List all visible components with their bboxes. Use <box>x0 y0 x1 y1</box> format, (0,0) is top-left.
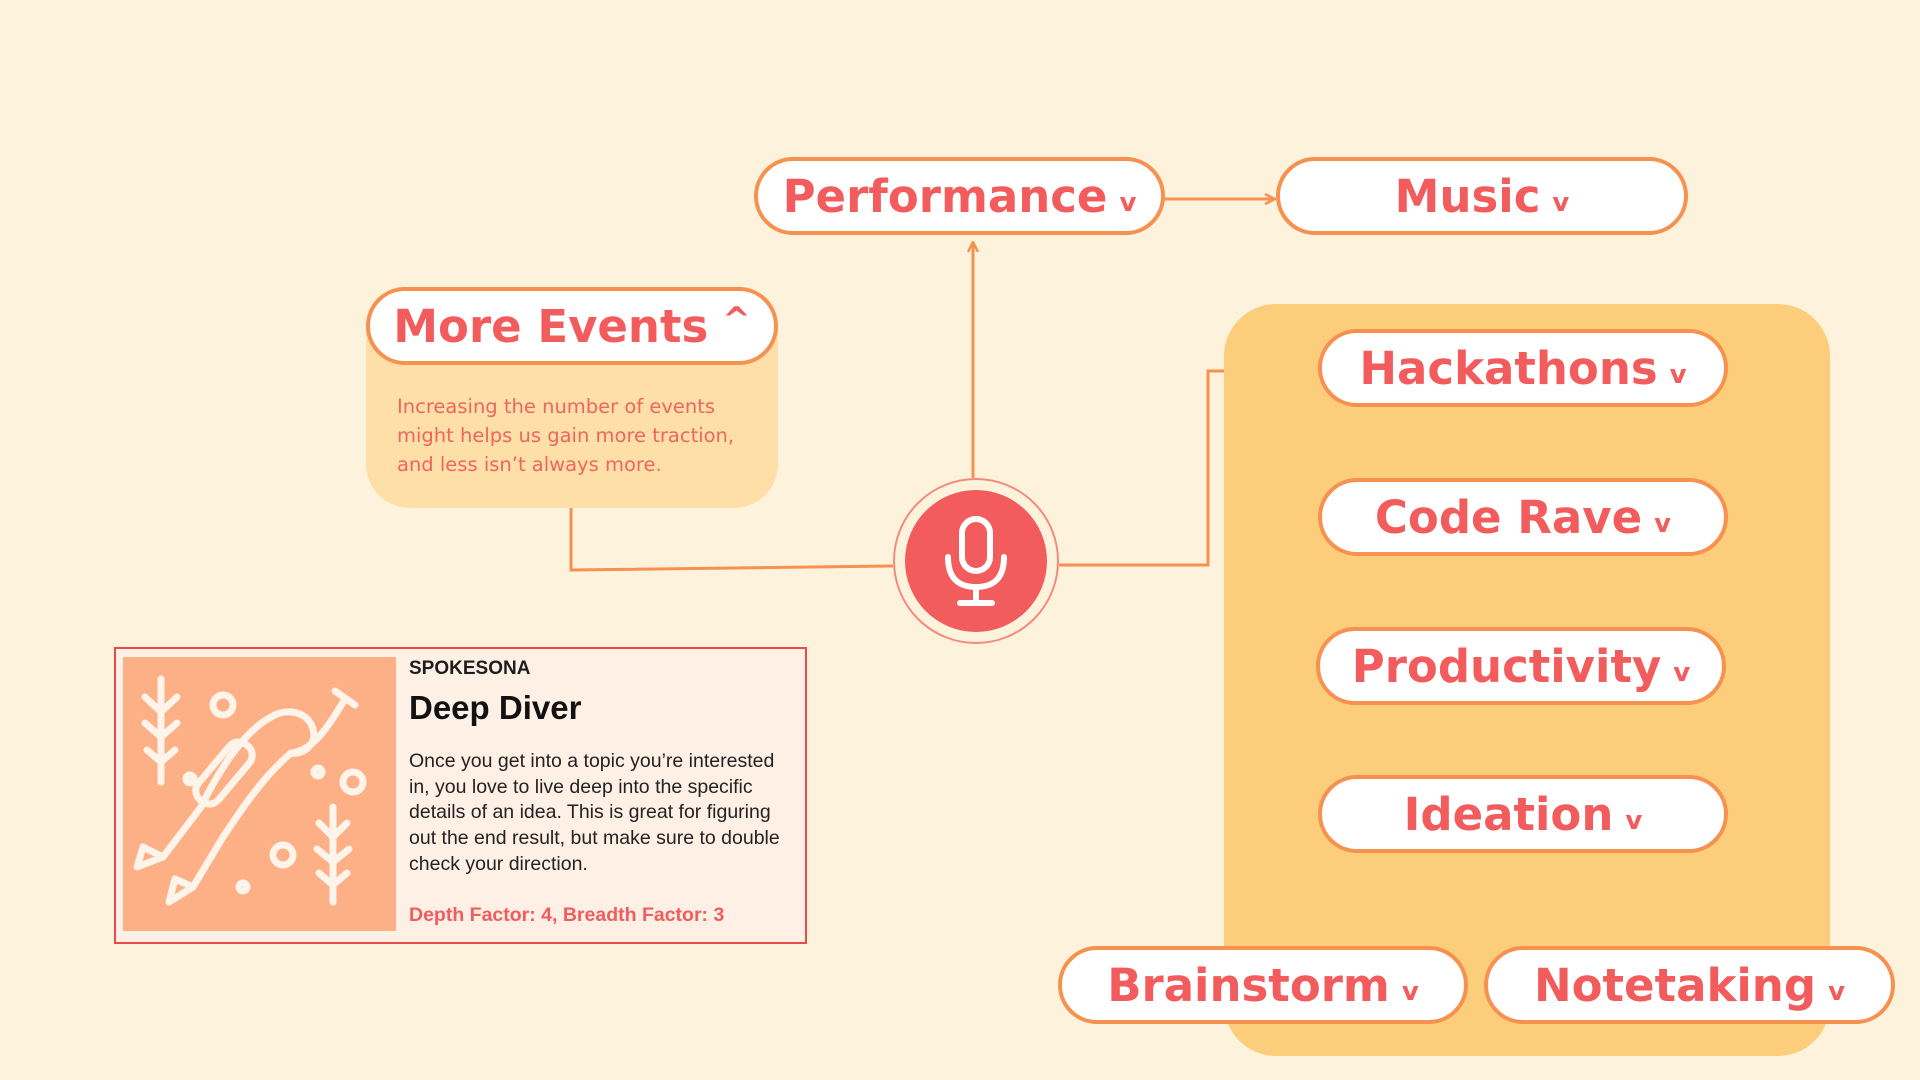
persona-card: SPOKESONA Deep Diver Once you get into a… <box>114 647 807 944</box>
chevron-down-icon: v <box>1828 977 1846 1007</box>
chevron-down-icon: v <box>1552 188 1570 218</box>
chevron-down-icon: v <box>1401 977 1419 1007</box>
persona-kicker: SPOKESONA <box>409 658 531 679</box>
productivity-node[interactable]: Productivity v <box>1316 627 1726 705</box>
code-rave-node[interactable]: Code Rave v <box>1318 478 1728 556</box>
notetaking-node[interactable]: Notetaking v <box>1484 946 1895 1024</box>
ideation-label: Ideation <box>1403 787 1614 841</box>
music-node[interactable]: Music v <box>1276 157 1688 235</box>
microphone-disc <box>905 490 1047 632</box>
productivity-label: Productivity <box>1351 639 1662 693</box>
ideation-node[interactable]: Ideation v <box>1318 775 1728 853</box>
notetaking-label: Notetaking <box>1533 958 1817 1012</box>
persona-art <box>123 657 396 931</box>
chevron-down-icon: v <box>1119 188 1137 218</box>
more-events-node[interactable]: More Events ^ <box>366 287 778 365</box>
persona-factors: Depth Factor: 4, Breadth Factor: 3 <box>409 904 725 926</box>
chevron-down-icon: v <box>1654 509 1672 539</box>
performance-label: Performance <box>782 169 1108 223</box>
hackathons-node[interactable]: Hackathons v <box>1318 329 1728 407</box>
brainstorm-label: Brainstorm <box>1107 958 1390 1012</box>
more-events-note: Increasing the number of events might he… <box>397 395 735 476</box>
chevron-down-icon: v <box>1673 658 1691 688</box>
chevron-down-icon: v <box>1625 806 1643 836</box>
music-label: Music <box>1394 169 1541 223</box>
diver-icon <box>133 675 367 906</box>
hackathons-label: Hackathons <box>1359 341 1658 395</box>
code-rave-label: Code Rave <box>1374 490 1643 544</box>
brainstorm-node[interactable]: Brainstorm v <box>1058 946 1468 1024</box>
microphone-button[interactable] <box>893 478 1059 644</box>
persona-title: Deep Diver <box>409 689 582 726</box>
chevron-down-icon: v <box>1669 360 1687 390</box>
collapse-indicator-icon: ^ <box>722 300 751 340</box>
microphone-icon <box>945 516 1007 606</box>
more-events-label: More Events <box>393 299 709 353</box>
connector-more-events-mic <box>569 508 894 572</box>
persona-description: Once you get into a topic you’re interes… <box>409 750 780 875</box>
performance-node[interactable]: Performance v <box>754 157 1165 235</box>
